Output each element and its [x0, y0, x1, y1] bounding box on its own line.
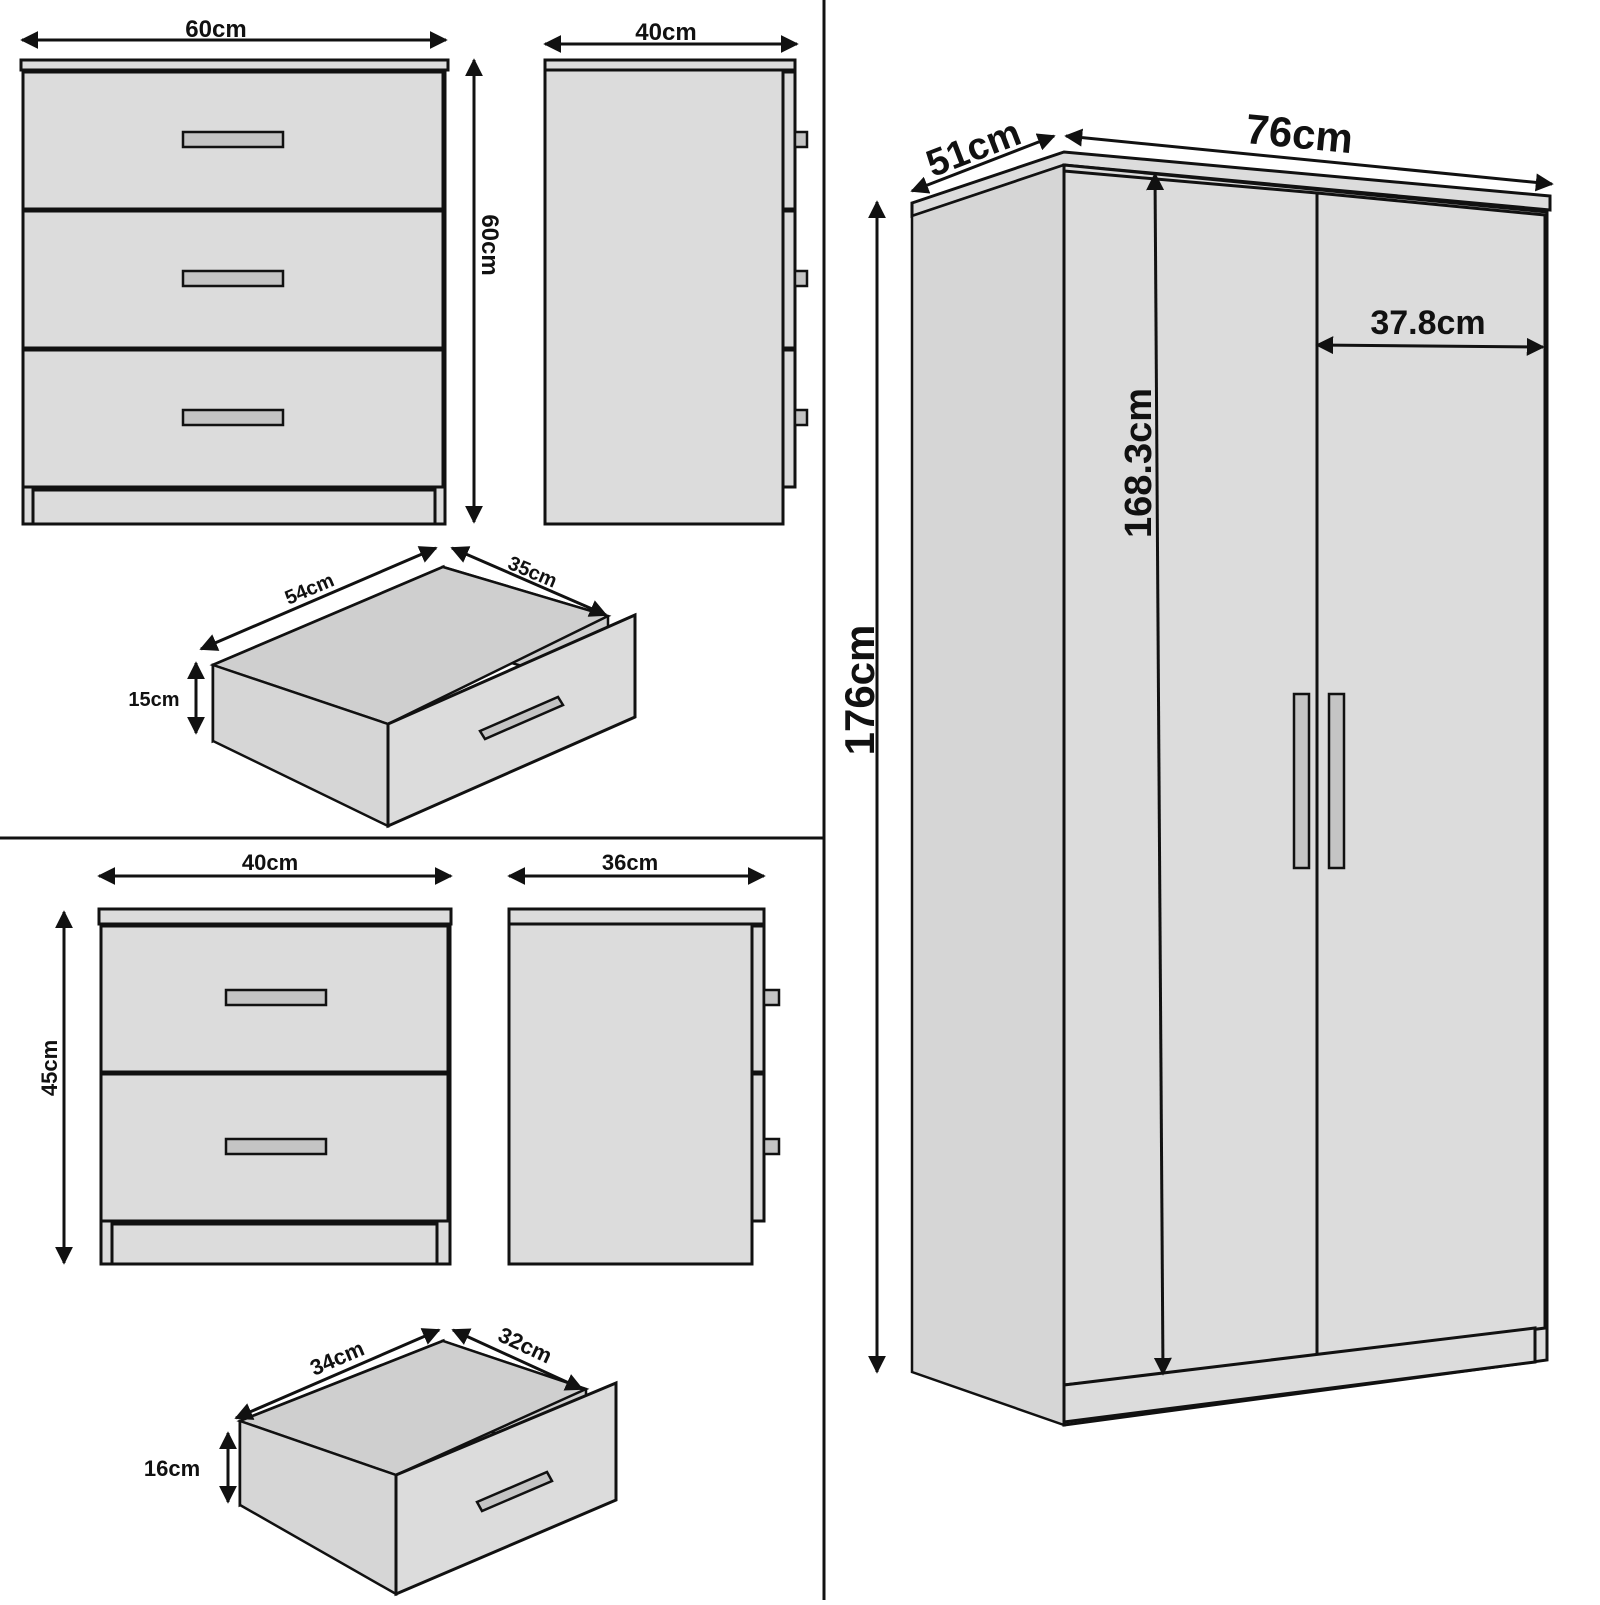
- bedside-width-label: 40cm: [242, 850, 298, 875]
- wardrobe-depth-arrow: [910, 133, 1056, 194]
- chest-side-handle-2: [793, 269, 809, 288]
- chest-side-handle-3: [793, 408, 809, 427]
- chest-front-view: [19, 58, 450, 526]
- bedside-depth-label: 36cm: [602, 850, 658, 875]
- chest-drawer-length-arrow: [199, 546, 438, 651]
- wardrobe-width-arrow: [1064, 128, 1554, 192]
- chest-handle-1: [181, 130, 285, 149]
- chest-side-handle-1: [793, 130, 809, 149]
- bedside-drawer-width-arrow: [451, 1328, 584, 1391]
- wardrobe-door-width-arrow: [1315, 336, 1545, 356]
- chest-drawer-height-label: 15cm: [128, 689, 179, 711]
- bedside-side-view: [507, 907, 781, 1266]
- bedside-side-handle-1: [762, 988, 781, 1007]
- wardrobe-right-handle: [1327, 692, 1346, 870]
- bedside-front-view: [97, 907, 453, 1266]
- bedside-handle-2: [224, 1137, 328, 1156]
- chest-handle-3: [181, 408, 285, 427]
- wardrobe-left-handle: [1292, 692, 1311, 870]
- chest-drawer-handle: [478, 695, 565, 741]
- chest-side-view: [543, 58, 809, 526]
- chest-height-label: 60cm: [476, 214, 503, 275]
- bedside-side-handle-2: [762, 1137, 781, 1156]
- wardrobe-right-door: [1315, 191, 1547, 1360]
- chest-drawer-open: [209, 564, 637, 829]
- wardrobe-left-door: [1062, 169, 1319, 1387]
- wardrobe-door-width-label: 37.8cm: [1370, 304, 1485, 342]
- bedside-height-label: 45cm: [37, 1040, 62, 1096]
- chest-plinth: [31, 488, 437, 526]
- chest-depth-label: 40cm: [635, 19, 696, 46]
- wardrobe-door-height-arrow: [1146, 172, 1172, 1376]
- wardrobe: [910, 150, 1552, 1427]
- wardrobe-width-label: 76cm: [1244, 105, 1355, 162]
- wardrobe-door-height-label: 168.3cm: [1118, 388, 1160, 538]
- bedside-drawer-height-label: 16cm: [144, 1456, 200, 1481]
- bedside-drawer-length-arrow: [234, 1328, 441, 1420]
- chest-drawer-width-arrow: [450, 546, 608, 617]
- bedside-handle-1: [224, 988, 328, 1007]
- chest-width-label: 60cm: [185, 16, 246, 43]
- chest-handle-2: [181, 269, 285, 288]
- bedside-plinth: [110, 1222, 439, 1266]
- bedside-drawer-handle: [475, 1470, 554, 1513]
- wardrobe-plinth: [1062, 1326, 1537, 1424]
- wardrobe-height-label: 176cm: [836, 625, 883, 756]
